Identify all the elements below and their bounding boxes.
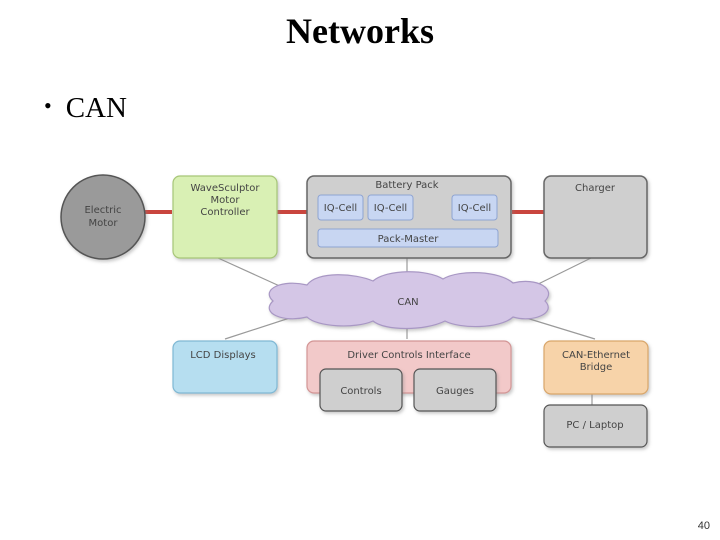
can-network-diagram: Electric Motor WaveSculptor Motor Contro… (60, 174, 649, 448)
controls-label: Controls (340, 386, 381, 397)
pack-master-node (317, 228, 499, 248)
electric-motor-node (60, 174, 146, 260)
slide-title: Networks (286, 11, 434, 51)
page-number: 40 (697, 520, 710, 532)
motor-controller-label-line3: Controller (200, 207, 250, 218)
bridge-label-line2: Bridge (580, 362, 613, 373)
can-ethernet-bridge-node (543, 340, 649, 395)
bridge-label-line1: CAN-Ethernet (562, 350, 630, 361)
bullet-item: • CAN (44, 92, 127, 125)
iq-cell-node-1 (317, 194, 364, 221)
bullet-dot: • (44, 93, 52, 118)
motor-controller-node (172, 175, 278, 259)
pc-laptop-node (543, 404, 648, 448)
battery-pack-label: Battery Pack (375, 180, 438, 191)
iq-cell-label-3: IQ-Cell (458, 203, 491, 214)
gauges-node (413, 368, 497, 412)
iq-cell-label-2: IQ-Cell (374, 203, 407, 214)
pc-laptop-label: PC / Laptop (566, 420, 623, 431)
iq-cell-label-1: IQ-Cell (324, 203, 357, 214)
lcd-displays-node (172, 340, 278, 394)
can-bus-cloud (268, 271, 550, 330)
can-bus-label: CAN (397, 297, 418, 308)
iq-cell-node-2 (367, 194, 414, 221)
iq-cell-node-3 (451, 194, 498, 221)
electric-motor-label-line1: Electric (84, 205, 121, 216)
pack-master-label: Pack-Master (378, 234, 440, 245)
bullet-text: CAN (65, 92, 127, 124)
charger-node (543, 175, 648, 259)
charger-label: Charger (575, 183, 616, 194)
controls-node (319, 368, 403, 412)
electric-motor-label-line2: Motor (89, 218, 119, 229)
driver-controls-label: Driver Controls Interface (347, 350, 470, 361)
motor-controller-label-line2: Motor (211, 195, 241, 206)
motor-controller-label-line1: WaveSculptor (191, 183, 261, 194)
lcd-displays-label: LCD Displays (190, 350, 256, 361)
gauges-label: Gauges (436, 386, 474, 397)
